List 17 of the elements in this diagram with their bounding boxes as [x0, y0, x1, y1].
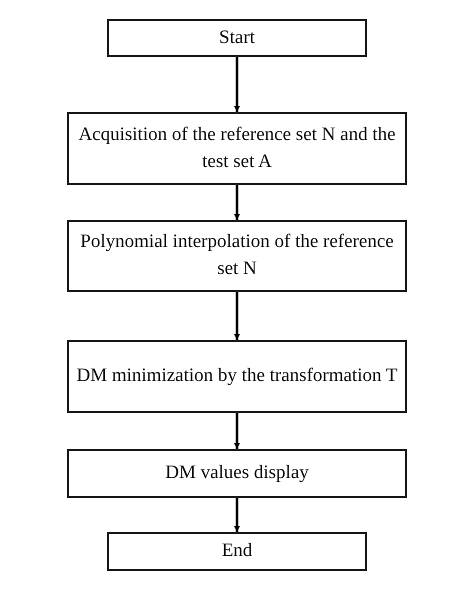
step-text: End [222, 539, 252, 564]
arrow [234, 413, 240, 449]
step-text: DM values display [165, 461, 309, 486]
step-text: Polynomial interpolation of the reference set N [79, 230, 395, 281]
process-box [67, 220, 407, 292]
process-box [107, 532, 367, 571]
process-box [67, 112, 407, 185]
arrow [234, 185, 240, 220]
step-text: DM minimization by the transformation T [76, 364, 398, 388]
process-box [67, 340, 407, 413]
arrow [234, 57, 240, 112]
process-box [107, 19, 367, 57]
step-text: Start [219, 26, 255, 50]
step-text: Acquisition of the reference set N and the test set A [77, 122, 397, 174]
process-box [67, 449, 407, 498]
arrow [234, 292, 240, 340]
arrow [234, 498, 240, 532]
